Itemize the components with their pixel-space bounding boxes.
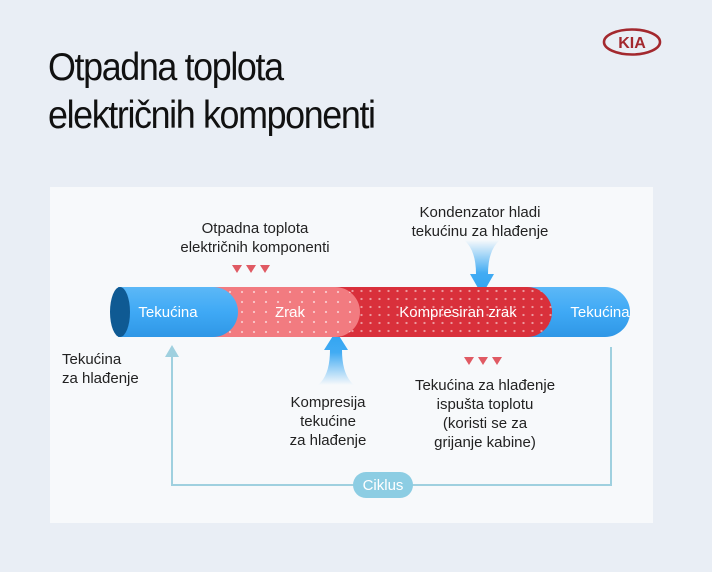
cycle-arrowhead-icon xyxy=(165,345,179,357)
title-line-1: Otpadna toplota xyxy=(48,46,284,89)
arrow-down-icon xyxy=(464,240,500,295)
waste-heat-label: Otpadna toplota električnih komponenti xyxy=(180,220,330,256)
heat-out-triangles-icon xyxy=(464,357,502,365)
logo-text: KIA xyxy=(618,35,646,52)
pipe-segment-coolant-in: Tekućina xyxy=(118,287,238,337)
cycle-badge: Ciklus xyxy=(353,472,413,498)
cycle-line-right xyxy=(610,347,612,486)
arrow-up-icon xyxy=(318,331,354,385)
pipe-segment-compressed-air: Kompresiran zrak xyxy=(330,287,552,337)
page-title: Otpadna toplota električnih komponenti xyxy=(48,44,376,140)
compression-label: Kompresija tekućine za hlađenje xyxy=(289,394,367,449)
coolant-label: Tekućina za hlađenje xyxy=(62,351,139,387)
pipe-end-cap xyxy=(110,287,130,337)
heat-release-label: Tekućina za hlađenje ispušta toplotu (ko… xyxy=(414,377,556,451)
heat-in-triangles-icon xyxy=(232,265,270,273)
cycle-line-left xyxy=(171,354,173,486)
coolant-pipe: Tekućina Zrak Kompresiran zrak Tekućina xyxy=(110,287,630,337)
diagram-card xyxy=(50,187,653,523)
condenser-label: Kondenzator hladi tekućinu za hlađenje xyxy=(411,204,549,240)
title-line-2: električnih komponenti xyxy=(48,94,376,137)
kia-logo: KIA xyxy=(602,28,662,56)
